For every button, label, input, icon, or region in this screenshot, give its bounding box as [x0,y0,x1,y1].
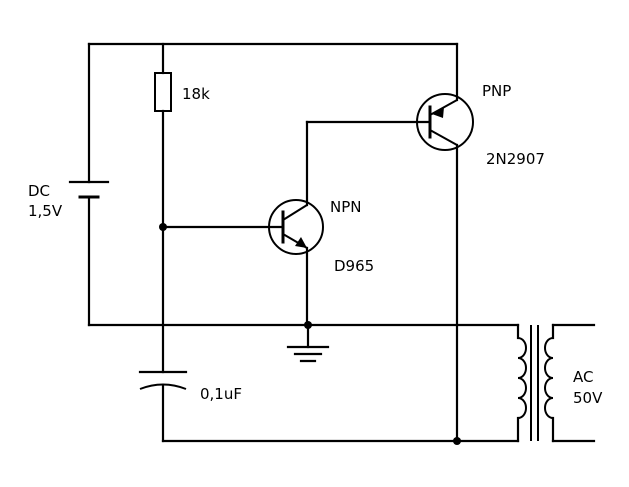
pnp-type-label: PNP [482,82,511,100]
battery-label-line2: 1,5V [28,202,63,220]
npn-collector-wire [305,120,432,207]
transformer-secondary-coil [544,323,596,443]
battery-symbol [68,42,110,327]
battery-label-line1: DC [28,182,50,200]
pnp-transistor [416,42,474,443]
npn-part-label: D965 [334,257,374,275]
ac-label-line1: AC [573,368,593,386]
ac-label-line2: 50V [573,389,603,407]
pnp-part-label: 2N2907 [486,150,545,168]
resistor-label: 18k [182,85,210,103]
capacitor-label: 0,1uF [200,385,242,403]
capacitor-symbol [138,370,188,443]
resistor-symbol [154,42,172,374]
ground-symbol [286,323,330,363]
transformer-core [530,325,539,441]
npn-type-label: NPN [330,198,362,216]
npn-transistor [268,199,324,255]
junction-dot-collector [453,437,461,445]
transformer-primary-coil [516,323,527,443]
